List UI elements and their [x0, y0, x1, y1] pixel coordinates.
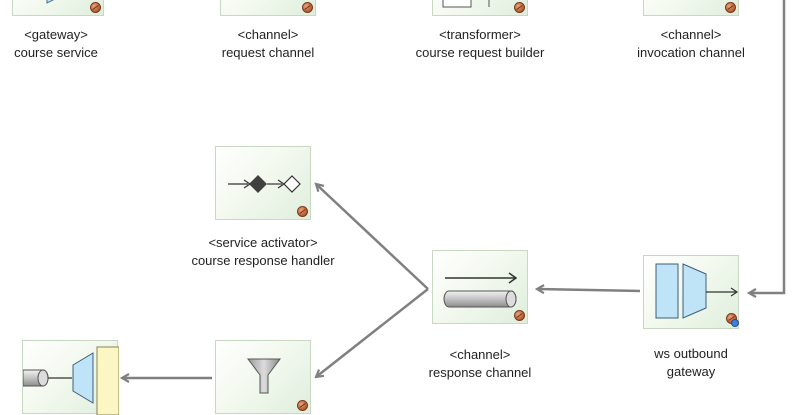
invocation-channel-stereotype: <channel>	[660, 27, 722, 42]
connector-ws-gateway-to-response-channel	[537, 289, 641, 291]
request-channel-stereotype: <channel>	[237, 27, 299, 42]
web-service-badge-icon	[731, 319, 739, 327]
outbound-adapter-node[interactable]	[22, 340, 119, 415]
service-activator-name: course response handler	[191, 253, 335, 268]
integration-flow-diagram: <gateway> course service <channel> reque…	[0, 0, 795, 400]
connector-invocation-to-ws-gateway	[749, 0, 786, 293]
gateway-icon	[46, 0, 55, 4]
bean-badge-icon	[90, 2, 101, 13]
response-channel-name: response channel	[428, 365, 532, 380]
service-activator-node[interactable]	[215, 146, 311, 220]
gateway-name: course service	[14, 45, 98, 60]
service-activator-stereotype: <service activator>	[208, 235, 318, 250]
gateway-stereotype: <gateway>	[24, 27, 88, 42]
filter-node[interactable]	[215, 340, 311, 414]
channel-pipe-icon	[443, 272, 518, 308]
service-activator-icon	[228, 175, 301, 193]
invocation-channel-node[interactable]	[643, 0, 739, 16]
connector-response-channel-to-filter	[316, 288, 429, 377]
transformer-label: <transformer> course request builder	[400, 26, 560, 62]
request-channel-name: request channel	[221, 45, 315, 60]
transformer-name: course request builder	[415, 45, 545, 60]
transformer-stereotype: <transformer>	[439, 27, 521, 42]
gateway-node[interactable]	[12, 0, 104, 16]
transformer-node[interactable]	[432, 0, 528, 16]
request-channel-node[interactable]	[220, 0, 316, 16]
invocation-channel-name: invocation channel	[637, 45, 745, 60]
bean-badge-icon	[297, 400, 308, 411]
ws-outbound-gateway-line2: gateway	[666, 364, 716, 379]
bean-badge-icon	[514, 2, 525, 13]
flow-connectors	[0, 0, 786, 400]
ws-outbound-gateway-node[interactable]	[643, 255, 739, 329]
bean-badge-icon	[725, 2, 736, 13]
bean-badge-icon	[514, 310, 525, 321]
filter-icon	[247, 358, 281, 394]
outbound-adapter-icon	[23, 346, 119, 415]
bean-badge-icon	[297, 206, 308, 217]
ws-outbound-gateway-label: ws outbound gateway	[616, 345, 766, 381]
response-channel-label: <channel> response channel	[405, 346, 555, 382]
connector-response-channel-to-service-activator	[316, 184, 429, 290]
response-channel-node[interactable]	[432, 250, 528, 324]
request-channel-label: <channel> request channel	[198, 26, 338, 62]
bean-badge-icon	[302, 2, 313, 13]
gateway-label: <gateway> course service	[0, 26, 112, 62]
response-channel-stereotype: <channel>	[449, 347, 511, 362]
invocation-channel-label: <channel> invocation channel	[616, 26, 766, 62]
transformer-icon	[442, 0, 490, 8]
ws-outbound-gateway-line1: ws outbound	[654, 346, 728, 361]
service-activator-label: <service activator> course response hand…	[173, 234, 353, 270]
ws-outbound-gateway-icon	[655, 263, 739, 319]
